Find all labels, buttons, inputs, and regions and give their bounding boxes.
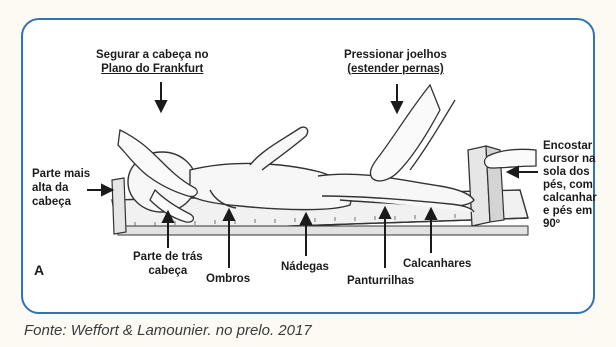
figure-caption: Fonte: Weffort & Lamounier. no prelo. 20…: [24, 322, 312, 339]
arrow-calves: [378, 205, 392, 268]
label-heels: Calcanhares: [403, 258, 472, 270]
label-top-head: Parte mais alta da cabeça: [32, 167, 90, 209]
label-back-head-line1: Parte de trás: [133, 251, 203, 263]
label-slider-line2: cursor na: [543, 153, 596, 165]
label-buttocks: Nádegas: [281, 261, 329, 273]
label-hold-head-line2: Plano do Frankfurt: [101, 63, 204, 75]
label-hold-head: Segurar a cabeça no Plano do Frankfurt: [96, 48, 209, 76]
label-back-head-line2: cabeça: [148, 265, 188, 277]
pointer-arrows: [87, 82, 538, 268]
label-calves: Panturrilhas: [347, 275, 415, 287]
label-slider-line7: 90º: [543, 218, 560, 230]
adult-hands: [117, 83, 537, 223]
label-press-knees: Pressionar joelhos (estender pernas): [344, 48, 447, 76]
label-back-head: Parte de trás cabeça: [133, 250, 203, 278]
infant-figure: [127, 126, 475, 213]
arrow-hold-head: [154, 82, 168, 114]
label-slider-line1: Encostar: [543, 140, 593, 152]
arrow-shoulders: [222, 207, 236, 268]
panel-letter: A: [34, 262, 45, 278]
arrow-press-knees: [390, 84, 404, 115]
arrow-back-head: [161, 209, 175, 248]
arrow-top-head: [87, 183, 115, 197]
label-top-head-line1: Parte mais: [32, 168, 91, 180]
label-shoulders: Ombros: [206, 273, 251, 285]
label-hold-head-line1: Segurar a cabeça no: [96, 49, 209, 61]
arrow-heels: [424, 206, 438, 253]
label-press-knees-line2: (estender pernas): [347, 63, 444, 75]
label-slider-line5: calcanhar: [543, 192, 597, 204]
arrow-buttocks: [299, 211, 313, 256]
label-slider-line4: pés, com: [543, 179, 593, 191]
label-top-head-line3: cabeça: [32, 196, 72, 208]
label-slider: Encostar cursor na sola dos pés, com cal…: [543, 140, 597, 231]
label-slider-line6: e pés em: [543, 205, 593, 217]
arrow-slider: [505, 165, 538, 179]
label-press-knees-line1: Pressionar joelhos: [344, 49, 447, 61]
label-slider-line3: sola dos: [543, 166, 590, 178]
label-top-head-line2: alta da: [32, 182, 69, 194]
